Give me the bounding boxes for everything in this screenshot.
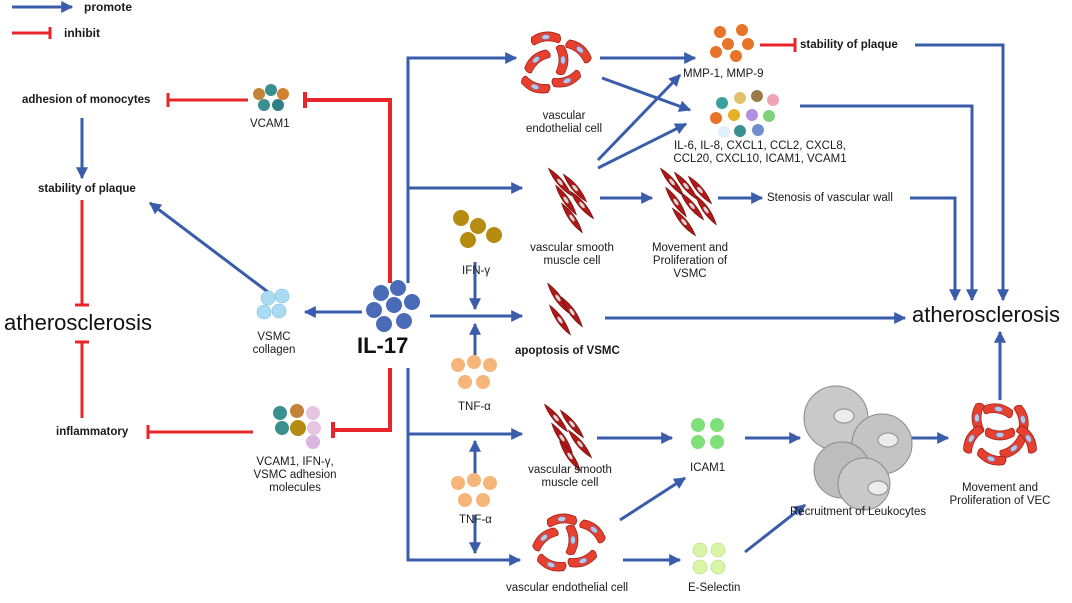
legend-inhibit-label: inhibit: [64, 26, 100, 40]
apoptosis-of-vsmc-label: apoptosis of VSMC: [515, 345, 620, 357]
cytokines-line-1: IL-6, IL-8, CXCL1, CCL2, CXCL8,: [674, 140, 846, 152]
il17-label: IL-17: [357, 333, 409, 358]
vascular-endothelial-cell-top-label: vascular endothelial cell: [514, 110, 614, 136]
mpv-line-2: Proliferation of: [652, 255, 728, 267]
atherosclerosis-right-label: atherosclerosis: [912, 302, 1060, 327]
leukocytes: [803, 385, 913, 511]
tnf-alpha-middle-label: TNF-α: [458, 401, 491, 413]
vcam-ifn-vsmc-dots: [273, 404, 321, 449]
tnf-dots-bottom: [451, 473, 497, 507]
icam1-label: ICAM1: [690, 462, 726, 474]
mmp-label: MMP-1, MMP-9: [683, 68, 764, 80]
vsmc-collagen-label: VSMC collagen: [249, 331, 299, 357]
vsmc-collagen-dots: [256, 288, 290, 320]
e-selectin-dots: [692, 542, 726, 575]
endothelial-cell-cluster-top: [519, 30, 595, 97]
recruitment-of-leukocytes-label: Recruitment of Leukocytes: [790, 506, 927, 518]
tnf-alpha-bottom-label: TNF-α: [459, 514, 492, 526]
vec-top-line-1: vascular: [542, 110, 586, 122]
inhibit-connectors: [75, 38, 797, 439]
tnf-dots-middle: [451, 355, 497, 389]
cytokines-line-2: CCL20, CXCL10, ICAM1, VCAM1: [673, 153, 847, 165]
apoptosis-vsmc-cells: [544, 281, 586, 337]
vsmc-collagen-line-2: collagen: [252, 344, 296, 356]
mpvec-line-1: Movement and: [961, 482, 1039, 494]
il17-dots: [366, 280, 420, 332]
mpvec-line-2: Proliferation of VEC: [949, 495, 1051, 507]
vcam-ifn-vsmc-label: VCAM1, IFN-γ, VSMC adhesion molecules: [245, 456, 345, 495]
vascular-endothelial-cell-bottom-label: vascular endothelial cell: [506, 582, 629, 594]
mpv-line-1: Movement and: [651, 242, 729, 254]
ifn-gamma-label: IFN-γ: [462, 265, 491, 277]
vcam-ifn-vsmc-line-1: VCAM1, IFN-γ,: [256, 456, 334, 468]
vsmc-bottom-line-2: muscle cell: [541, 477, 599, 489]
movement-proliferation-vsmc-label: Movement and Proliferation of VSMC: [640, 242, 740, 281]
movement-proliferation-vec-label: Movement and Proliferation of VEC: [930, 482, 1070, 508]
vcam1-label: VCAM1: [250, 118, 290, 130]
vec-top-line-2: endothelial cell: [525, 123, 603, 135]
vsmc-proliferation-cells: [657, 165, 720, 239]
vcam1-dots: [253, 84, 289, 111]
icam1-dots: [691, 418, 724, 449]
endothelial-cell-cluster-bottom: [529, 512, 609, 575]
vcam-ifn-vsmc-line-2: VSMC adhesion: [253, 469, 337, 481]
stability-of-plaque-top-label: stability of plaque: [800, 39, 898, 51]
legend-promote-label: promote: [84, 0, 132, 14]
e-selectin-label: E-Selectin: [688, 582, 741, 594]
vsmc-top-line-2: muscle cell: [543, 255, 601, 267]
inflammatory-label: inflammatory: [56, 426, 129, 438]
smooth-muscle-cells-top: [545, 165, 597, 235]
mmp-dots: [710, 24, 754, 62]
legend: [12, 1, 74, 39]
mpv-line-3: VSMC: [673, 268, 707, 280]
vsmc-top-line-1: vascular smooth: [530, 242, 614, 254]
vsmc-top-label: vascular smooth muscle cell: [522, 242, 622, 268]
vsmc-bottom-line-1: vascular smooth: [528, 464, 612, 476]
cytokine-dots: [710, 90, 779, 138]
atherosclerosis-left-label: atherosclerosis: [4, 310, 152, 335]
vec-movement-cells: [959, 401, 1041, 469]
adhesion-of-monocytes-label: adhesion of monocytes: [22, 94, 151, 106]
promote-arrows: [76, 43, 1009, 566]
stability-of-plaque-left-label: stability of plaque: [38, 183, 136, 195]
cytokines-label: IL-6, IL-8, CXCL1, CCL2, CXCL8, CCL20, C…: [660, 140, 860, 166]
vcam-ifn-vsmc-line-3: molecules: [269, 482, 321, 494]
ifn-dots: [453, 210, 502, 248]
vsmc-collagen-line-1: VSMC: [257, 331, 291, 343]
smooth-muscle-cells-bottom: [541, 401, 595, 473]
stenosis-label: Stenosis of vascular wall: [767, 192, 893, 204]
vsmc-bottom-label: vascular smooth muscle cell: [520, 464, 620, 490]
